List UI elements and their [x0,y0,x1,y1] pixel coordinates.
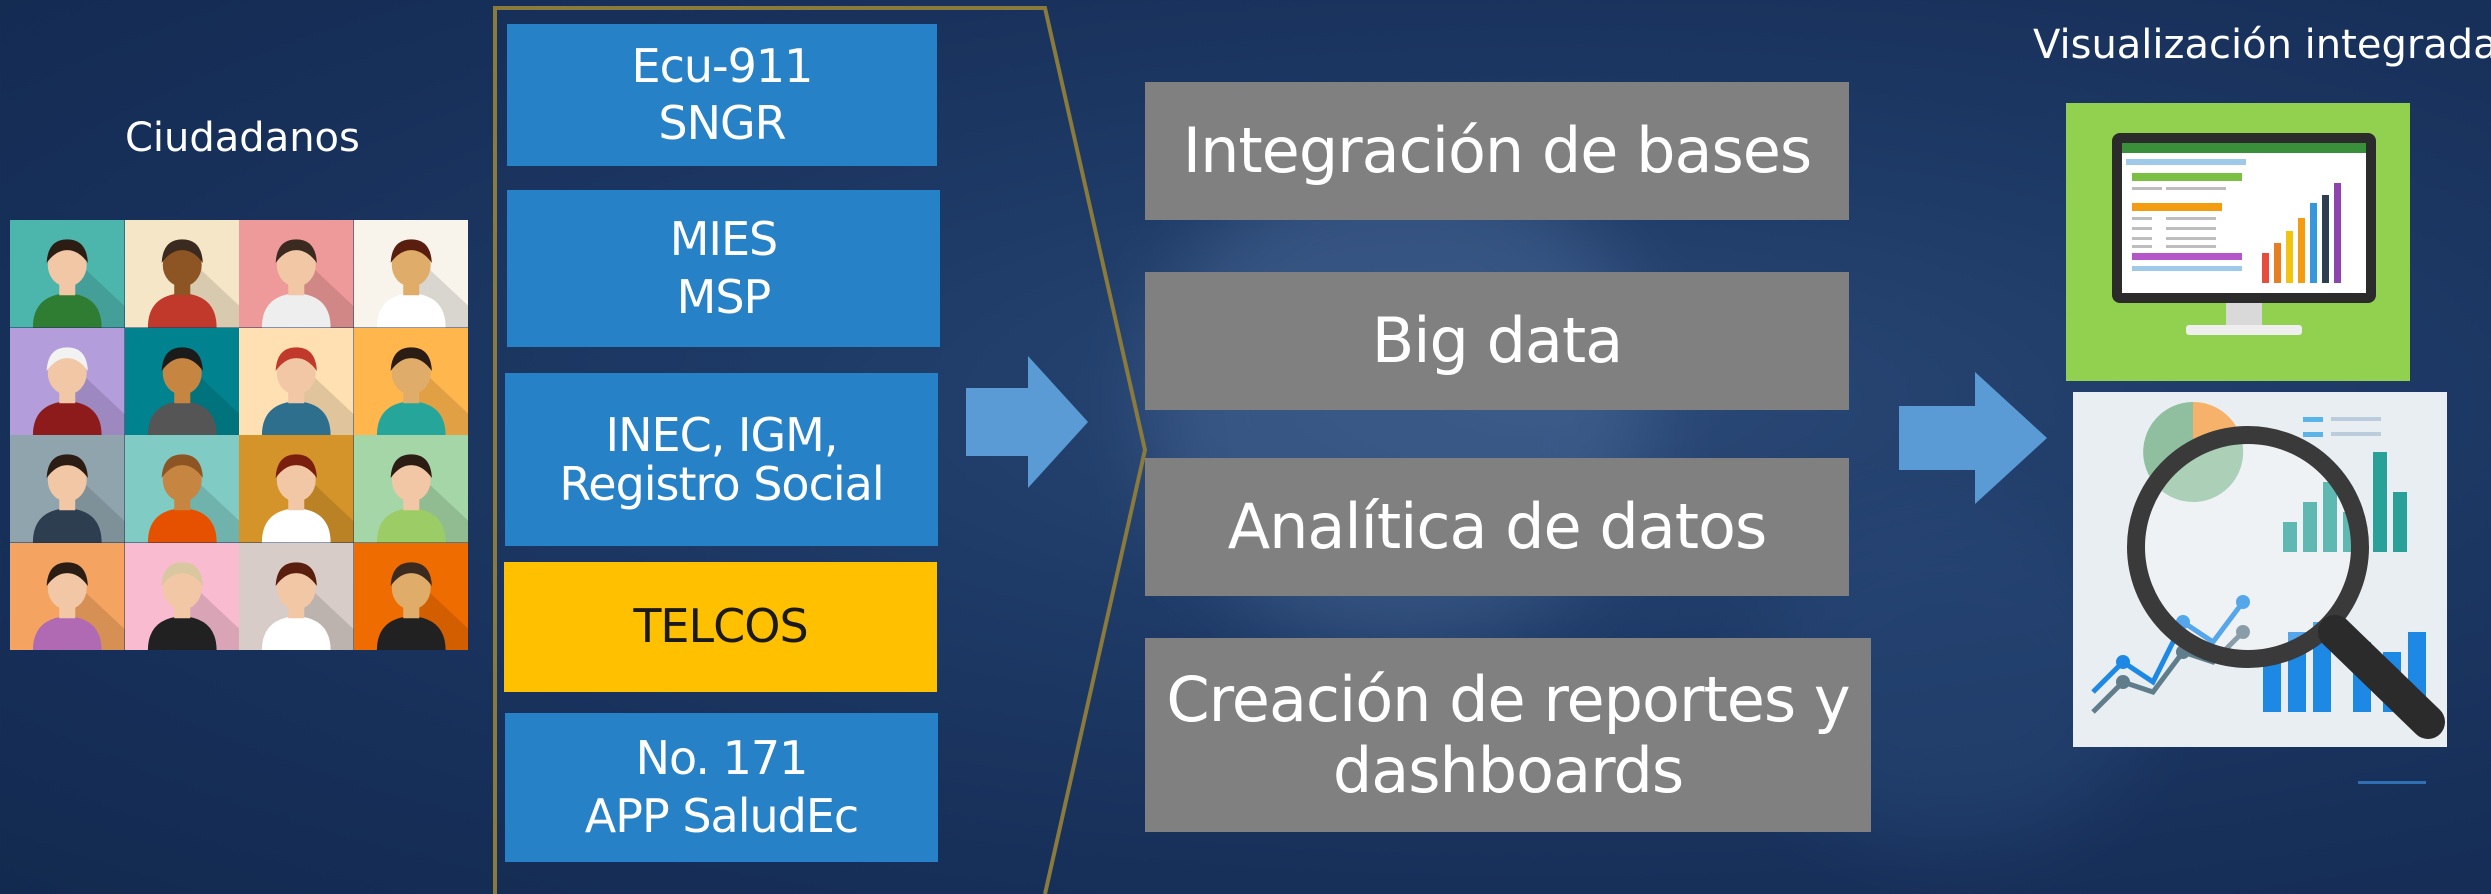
avatar-icon [124,327,239,435]
avatar-icon [353,327,468,435]
process-text: Creación de reportes y [1166,662,1850,736]
source-line1: INEC, IGM, [605,408,839,463]
avatar-icon [353,220,468,328]
process-box-integracion: Integración de bases [1145,82,1849,220]
avatar-icon [239,220,354,328]
citizens-mosaic-icon [10,220,468,650]
source-box-171: No. 171 APP SaludEc [505,713,938,862]
decorative-line [2358,781,2426,784]
avatar-icon [239,435,354,543]
source-box-inec: INEC, IGM, Registro Social [505,373,938,546]
avatar-icon [124,220,239,328]
process-text: Integración de bases [1182,114,1812,188]
process-box-reportes: Creación de reportes y dashboards [1145,638,1871,832]
source-box-telcos: TELCOS [504,562,937,692]
avatar-icon [239,327,354,435]
source-line2: SNGR [658,96,786,150]
avatar-icon [10,542,125,650]
avatar-icon [124,542,239,650]
process-text: Big data [1371,304,1623,378]
monitor-spreadsheet-icon [2066,103,2410,381]
avatar-icon [124,435,239,543]
avatar-icon [353,542,468,650]
avatar-icon [239,542,354,650]
process-box-bigdata: Big data [1145,272,1849,410]
source-line1: TELCOS [633,599,808,654]
source-line2: Registro Social [559,456,884,511]
source-box-mies: MIES MSP [507,190,940,347]
citizens-label: Ciudadanos [125,115,360,161]
source-line1: No. 171 [635,731,809,785]
source-box-ecu911: Ecu-911 SNGR [507,24,937,166]
avatar-icon [10,220,125,328]
source-line2: MSP [676,269,772,324]
avatar-icon [353,435,468,543]
visualization-label: Visualización integrada [2033,22,2491,68]
source-line1: Ecu-911 [631,38,814,93]
process-box-analitica: Analítica de datos [1145,458,1849,596]
process-text: dashboards [1332,734,1684,807]
avatar-icon [10,327,125,435]
process-text: Analítica de datos [1227,490,1768,564]
right-arrow-icon [1899,372,2047,504]
source-line2: APP SaludEc [584,788,859,843]
right-arrow-icon [966,356,1088,488]
magnifier-chart-icon [2073,392,2447,747]
avatar-icon [10,435,125,543]
source-line1: MIES [669,212,779,266]
